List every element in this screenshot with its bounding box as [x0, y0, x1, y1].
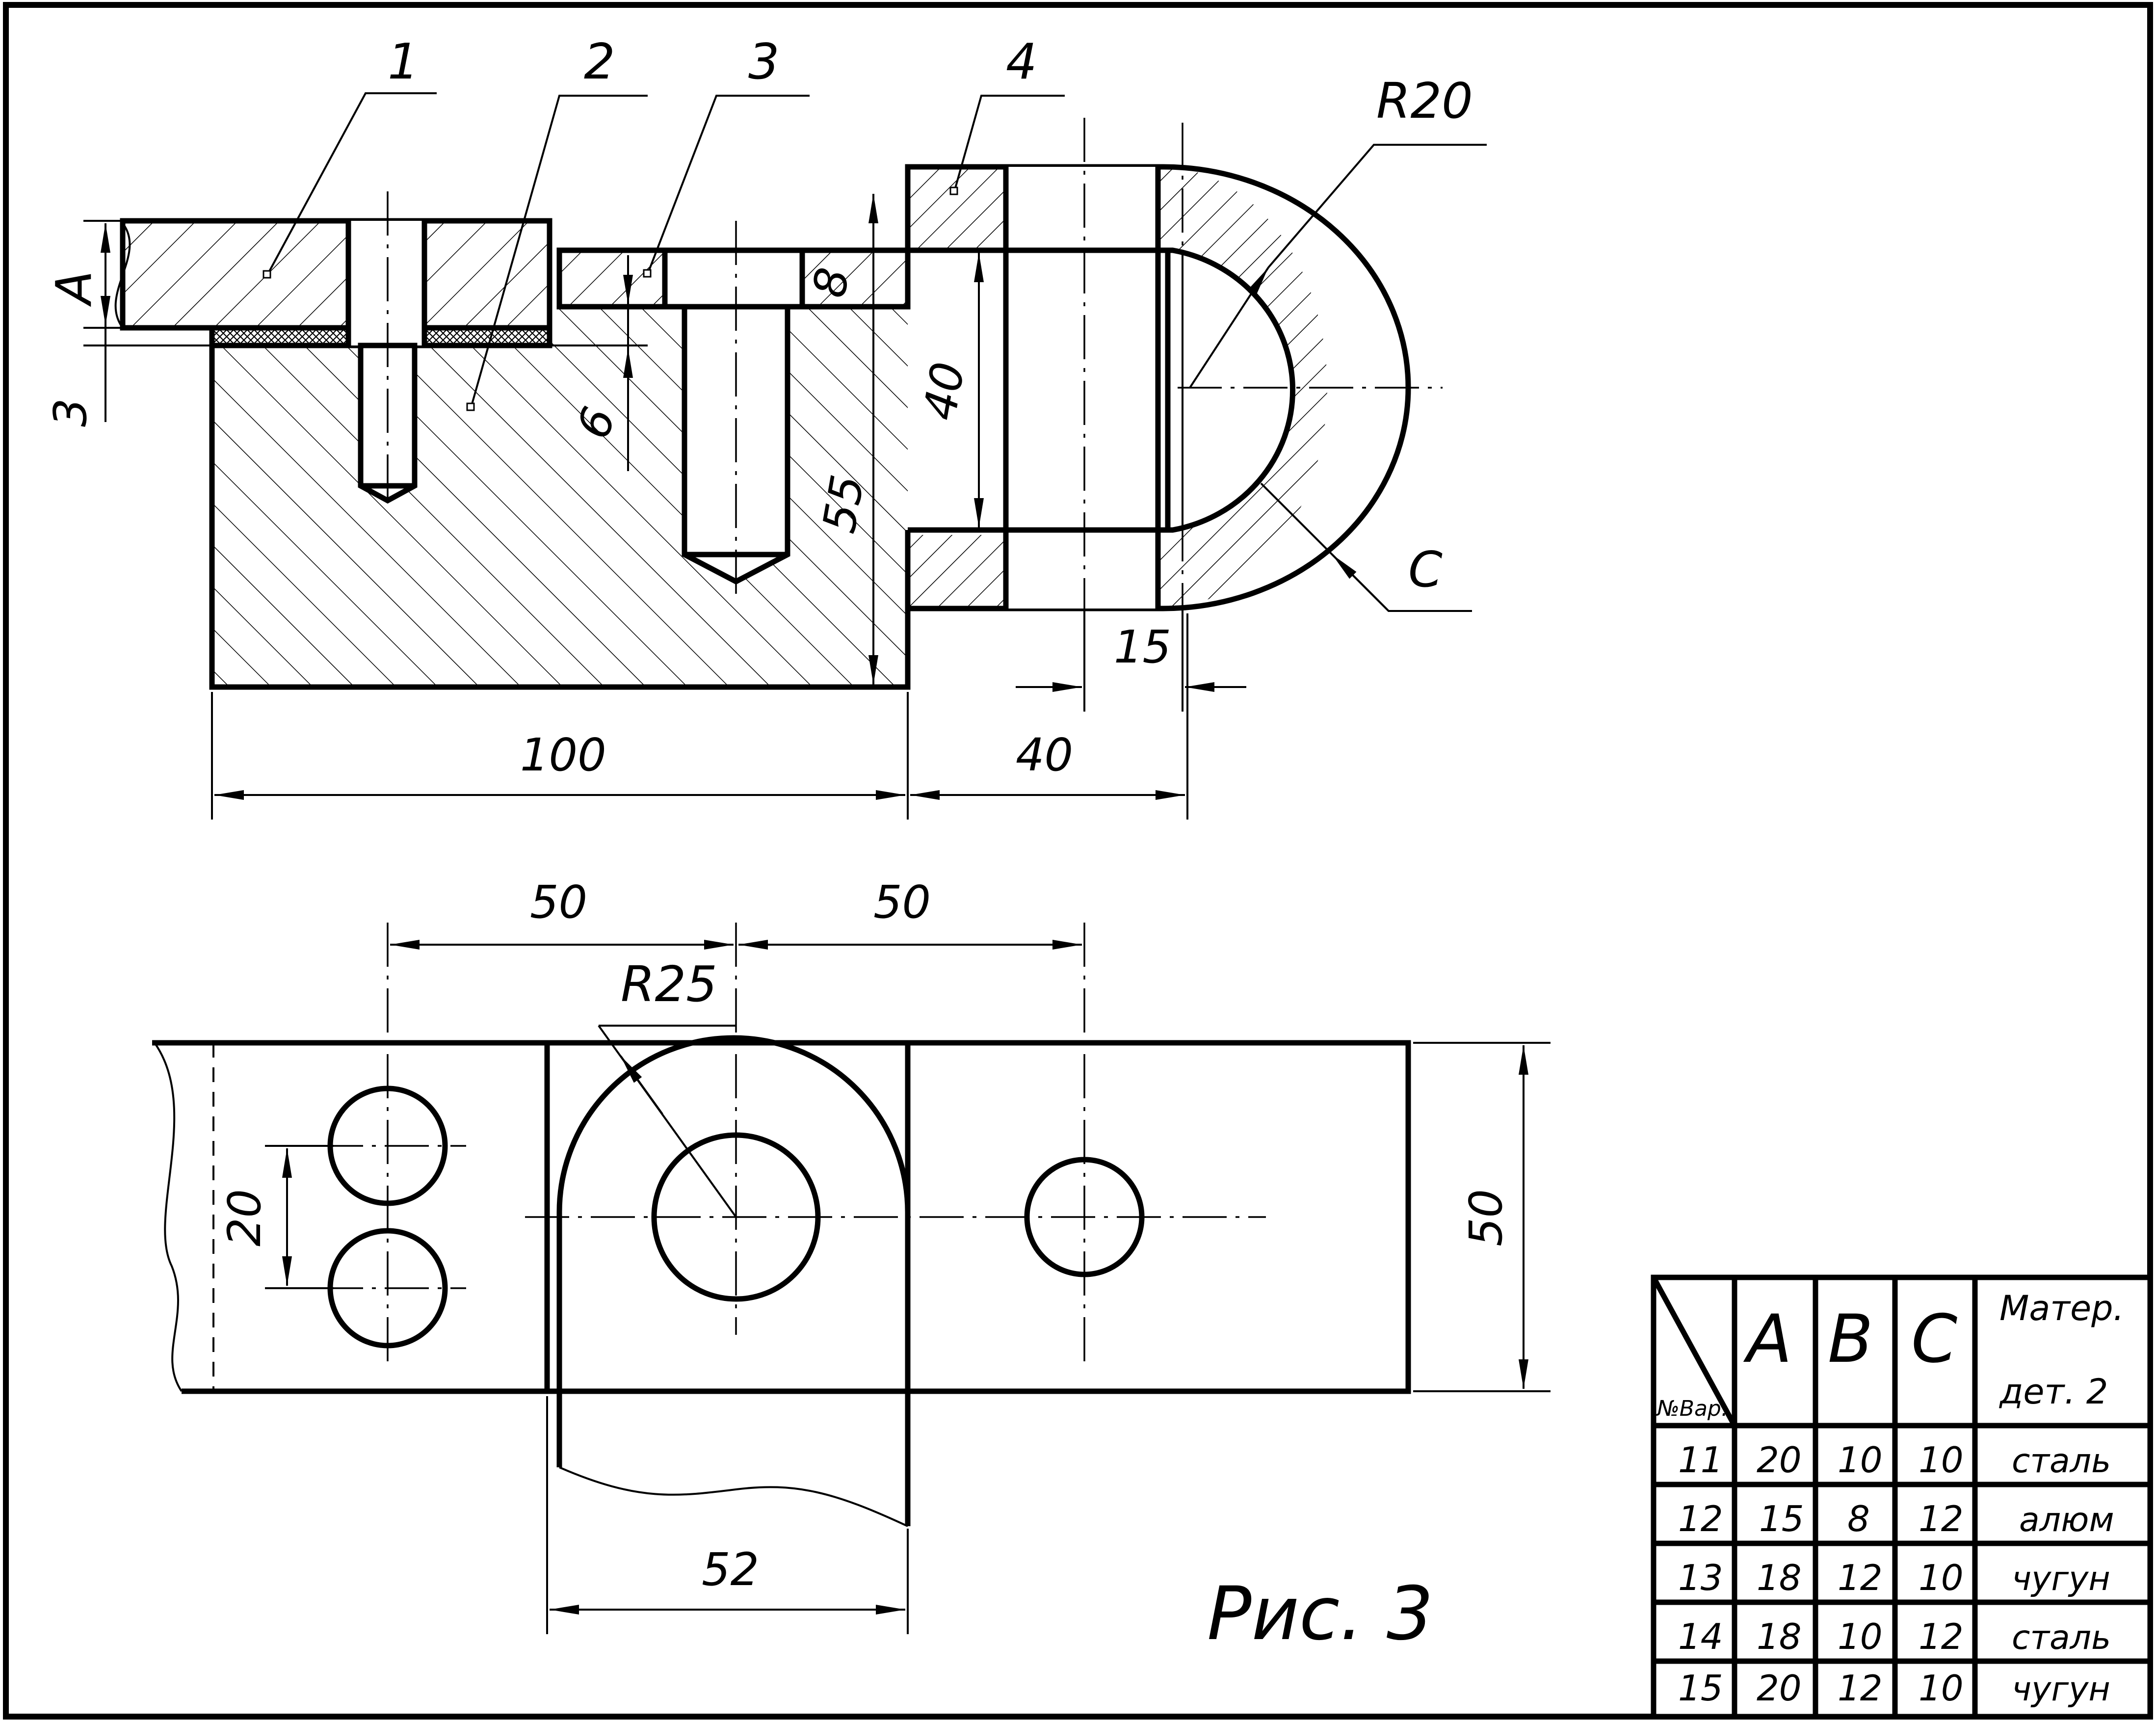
dim-50-right-label: 50	[873, 876, 931, 928]
r25-label: R25	[621, 955, 717, 1013]
row-1-material: сталь	[2012, 1442, 2111, 1481]
figure-caption: Рис. 3	[1207, 1571, 1433, 1657]
table-header-material: Матер.	[1999, 1288, 2124, 1328]
row-5-a: 20	[1757, 1668, 1802, 1709]
dim-gap-label: 3	[44, 398, 97, 427]
dim-15-label: 15	[1114, 621, 1171, 673]
part-leaders	[263, 92, 1065, 411]
leader-1-dot	[263, 270, 271, 279]
row-4-a: 18	[1757, 1616, 1802, 1657]
row-2-b: 8	[1847, 1498, 1870, 1539]
row-4-variant: 14	[1678, 1616, 1723, 1657]
screw-1-head	[348, 221, 424, 345]
drawing-frame	[3, 2, 2153, 1720]
r20-leader-ext	[1267, 144, 1487, 268]
leader-3	[647, 95, 810, 274]
dim-a-label: A	[45, 271, 103, 307]
part-2-base	[212, 307, 908, 687]
row-5-c: 10	[1919, 1668, 1964, 1709]
r20-label: R20	[1376, 72, 1473, 130]
row-3-c: 10	[1919, 1557, 1964, 1598]
table-header-part: дет. 2	[1999, 1372, 2108, 1412]
row-1-variant: 11	[1678, 1439, 1723, 1481]
dim-20-label: 20	[218, 1189, 271, 1246]
table-header-a: A	[1743, 1300, 1792, 1378]
table-header-b: B	[1828, 1300, 1873, 1378]
table-diagonal	[1651, 1276, 1737, 1427]
leader-1	[266, 92, 437, 275]
row-5-variant: 15	[1678, 1668, 1723, 1709]
clevis-top-outline	[556, 1035, 911, 1526]
part-3-label: 3	[748, 33, 780, 90]
dim-50-left-label: 50	[530, 876, 587, 928]
dim-40h-label: 40	[1016, 729, 1073, 781]
dim-55-label: 55	[813, 471, 874, 537]
table-header-c: C	[1911, 1300, 1957, 1378]
dim-100-label: 100	[520, 729, 606, 781]
row-2-variant: 12	[1678, 1498, 1723, 1539]
row-2-material: алюм	[2019, 1501, 2114, 1539]
row-2-c: 12	[1919, 1498, 1964, 1539]
c-label: C	[1408, 541, 1443, 598]
break-line-top	[114, 222, 131, 329]
row-1-a: 20	[1757, 1439, 1802, 1481]
row-5-b: 12	[1838, 1668, 1883, 1709]
section-view: 1 2 3 4 R20 C A 3 6 8 55 40	[44, 33, 1487, 820]
r25-arrow-head	[620, 1055, 663, 1115]
part-1-plate	[123, 221, 550, 328]
screw-3-head	[665, 250, 802, 307]
row-1-c: 10	[1919, 1439, 1964, 1481]
c-leader	[1260, 482, 1472, 612]
row-5-material: чугун	[2012, 1670, 2110, 1709]
row-3-variant: 13	[1678, 1557, 1723, 1598]
row-2-a: 15	[1759, 1498, 1804, 1539]
leader-4	[953, 95, 1065, 192]
leader-2	[470, 95, 648, 408]
variant-table: №Вар. A B C Матер. дет. 2 11 20 10 10 ст…	[1651, 1274, 2153, 1720]
row-3-a: 18	[1757, 1557, 1802, 1598]
dim-40v-label: 40	[913, 358, 975, 424]
r25-arrow	[598, 1025, 737, 1218]
top-view-break	[154, 1042, 183, 1392]
screw-1-head-outline	[345, 221, 427, 345]
leader-3-dot	[643, 269, 652, 278]
part-1-label: 1	[388, 33, 419, 90]
leader-2-dot	[466, 402, 475, 411]
clevis-slot-outline	[908, 247, 1296, 533]
table-header-variant: №Вар.	[1656, 1396, 1728, 1421]
row-4-material: сталь	[2012, 1618, 2111, 1657]
dim-52-label: 52	[702, 1543, 759, 1596]
row-1-b: 10	[1838, 1439, 1883, 1481]
row-3-b: 12	[1838, 1557, 1883, 1598]
top-view: 50 50 R25 20 50 52	[152, 876, 1551, 1634]
pin-bore	[1006, 167, 1158, 609]
part-2-label: 2	[584, 33, 615, 90]
row-3-material: чугун	[2012, 1560, 2110, 1598]
row-4-c: 12	[1919, 1616, 1964, 1657]
leader-4-dot	[949, 186, 958, 195]
part-4-label: 4	[1006, 33, 1037, 90]
clevis-break-bottom	[559, 1466, 908, 1527]
part-2-outline	[209, 345, 911, 690]
dim-50v-label: 50	[1460, 1189, 1512, 1246]
row-4-b: 10	[1838, 1616, 1883, 1657]
r20-leader	[1189, 266, 1269, 389]
